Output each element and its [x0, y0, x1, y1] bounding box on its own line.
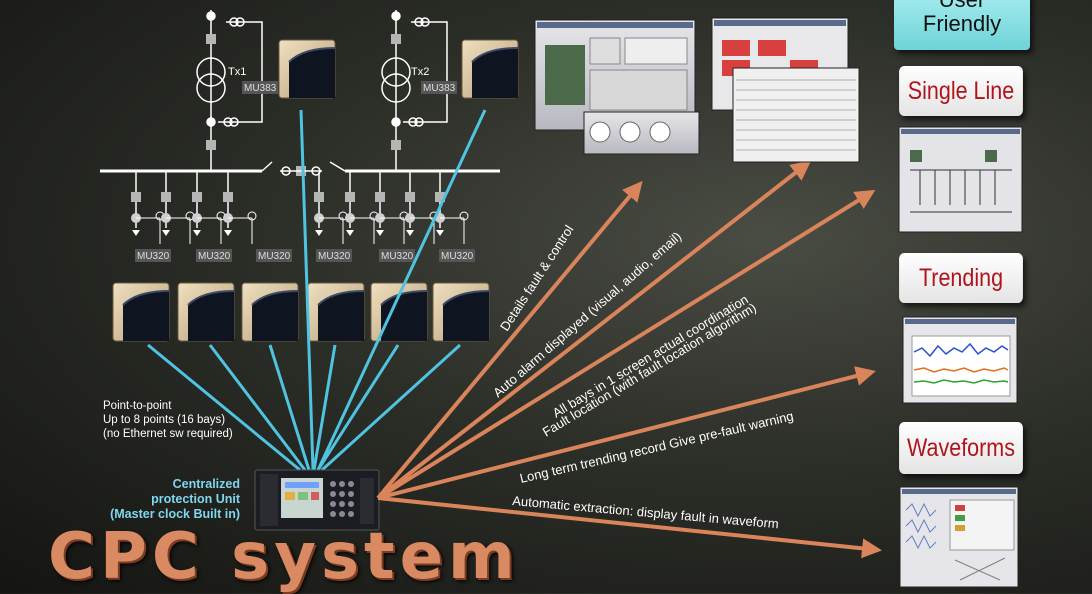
screenshot-waveforms [899, 486, 1019, 588]
note-line-1: Point-to-point [103, 400, 172, 412]
waveforms-button[interactable]: Waveforms [899, 422, 1023, 474]
relay-bay-1 [112, 282, 170, 342]
note-line-3: (no Ethernet sw required) [103, 428, 233, 440]
screenshot-single-line [898, 126, 1023, 233]
screenshot-trending [902, 316, 1018, 404]
mu383-tag-1: MU383 [244, 83, 277, 94]
trending-button[interactable]: Trending [899, 253, 1023, 303]
arrow-label-details: Details fault & control [497, 222, 577, 333]
single-line-diagram [100, 10, 500, 176]
relay-tx2 [461, 39, 519, 99]
mu320-tag-3: MU320 [258, 251, 291, 262]
relay-bay-5 [370, 282, 428, 342]
mu320-tag-4: MU320 [318, 251, 351, 262]
note-line-2: Up to 8 points (16 bays) [103, 414, 226, 426]
screenshot-transformer [534, 19, 700, 155]
mu320-tag-6: MU320 [441, 251, 474, 262]
trending-label: Trending [918, 263, 1004, 292]
single-line-label: Single Line [907, 76, 1015, 105]
central-unit-line-1: Centralized [172, 477, 240, 491]
central-unit-line-2: protection Unit [151, 492, 240, 506]
central-unit-line-3: (Master clock Built in) [110, 507, 240, 521]
single-line-button[interactable]: Single Line [899, 66, 1023, 116]
relay-devices [112, 39, 519, 342]
tx2-label: Tx2 [411, 66, 429, 78]
mu320-tag-5: MU320 [381, 251, 414, 262]
waveforms-label: Waveforms [907, 433, 1015, 462]
central-protection-unit [254, 469, 380, 531]
screenshot-alarms [711, 17, 860, 163]
user-friendly-button[interactable]: User Friendly [894, 0, 1030, 50]
point-to-point-note: Point-to-point Up to 8 points (16 bays) … [103, 399, 233, 441]
user-friendly-label-2: Friendly [922, 11, 1002, 36]
relay-tx1 [278, 39, 336, 99]
mu320-tag-2: MU320 [198, 251, 231, 262]
mu320-tags: MU320 MU320 MU320 MU320 MU320 MU320 [135, 249, 475, 262]
point-to-point-links [147, 109, 487, 472]
user-friendly-label-1: User [894, 0, 1030, 12]
mu320-tag-1: MU320 [137, 251, 170, 262]
relay-bay-4 [307, 282, 365, 342]
mu383-tag-2: MU383 [423, 83, 456, 94]
function-arrows [376, 160, 882, 559]
feeder-bays [130, 171, 469, 245]
page-title: CPC system [48, 520, 520, 594]
central-unit-label: Centralized protection Unit (Master cloc… [80, 477, 240, 522]
relay-bay-6 [432, 282, 490, 342]
relay-bay-2 [177, 282, 235, 342]
tx1-label: Tx1 [228, 66, 246, 78]
relay-bay-3 [241, 282, 299, 342]
